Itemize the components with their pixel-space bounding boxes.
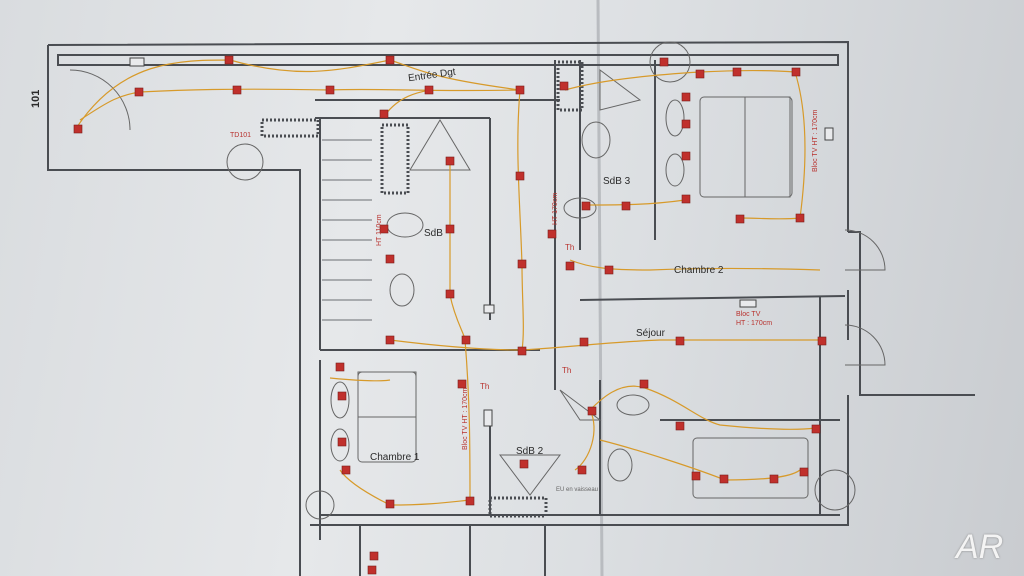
thermostat-label-3: Th: [562, 366, 572, 375]
tv-outlet-height-label: HT : 170cm: [736, 320, 773, 327]
furniture: [69, 41, 886, 520]
thermostat-label-2: Th: [480, 382, 490, 391]
room-label-sejour: Séjour: [636, 328, 665, 339]
room-label-chambre1: Chambre 1: [370, 452, 420, 463]
height-label-sdb3: HT 170cm: [552, 192, 559, 225]
tv-outlet-chambre2-label: Bloc TV HT : 170cm: [812, 109, 819, 172]
room-label-chambre2: Chambre 2: [674, 265, 724, 276]
equipment-boxes: [129, 57, 834, 427]
shafts: [260, 60, 584, 518]
thermostat-label-1: Th: [565, 243, 575, 252]
walls: [47, 40, 975, 576]
drain-note: EU en vaisseau: [556, 487, 599, 493]
panel-label: TD101: [230, 132, 252, 139]
tv-outlet-label: Bloc TV: [736, 311, 761, 318]
room-label-sdb2: SdB 2: [516, 446, 544, 457]
staircase: [322, 139, 372, 321]
unit-number-label: 101: [30, 89, 42, 108]
room-label-sdb: SdB: [424, 228, 443, 239]
tv-outlet-chambre1-label: Bloc TV HT : 170cm: [462, 387, 469, 450]
watermark-logo: AR: [956, 528, 1004, 566]
room-label-sdb3: SdB 3: [603, 176, 631, 187]
paper-fold-line: [596, 0, 604, 576]
height-label-sdb: HT 110cm: [376, 214, 383, 246]
electrical-symbols: [73, 55, 827, 575]
